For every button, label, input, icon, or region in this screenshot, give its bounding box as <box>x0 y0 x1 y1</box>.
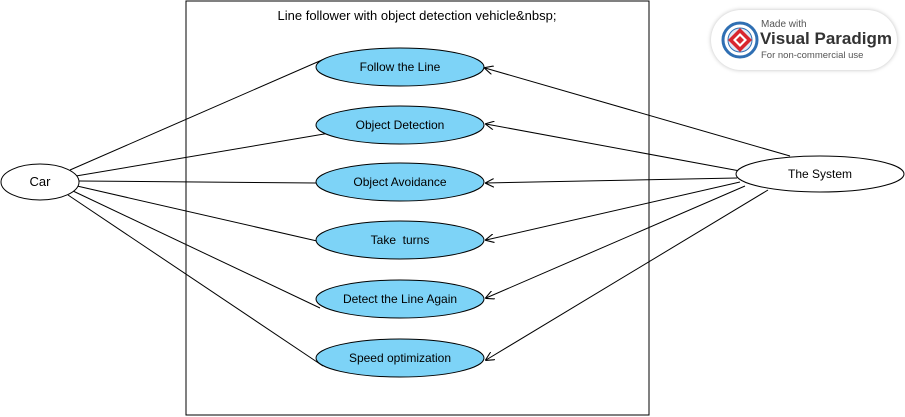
use-case-object-detection[interactable]: Object Detection <box>315 105 485 145</box>
use-case-detect-the-line-again[interactable]: Detect the Line Again <box>315 279 485 319</box>
watermark-brand: Visual Paradigm <box>760 29 892 48</box>
use-case-label: Speed optimization <box>349 351 451 365</box>
use-case-shape[interactable] <box>315 338 485 378</box>
use-case-shape[interactable] <box>315 220 485 260</box>
visual-paradigm-watermark: Made with Visual Paradigm For non-commer… <box>711 10 897 70</box>
actor-the-system-label: The System <box>788 167 852 181</box>
use-case-shape[interactable] <box>315 105 485 145</box>
assoc-car-follow-line <box>69 59 323 171</box>
actor-car-label: Car <box>30 174 52 189</box>
use-case-follow-the-line[interactable]: Follow the Line <box>315 47 485 87</box>
watermark-made-with: Made with <box>761 19 807 30</box>
assoc-system-follow-line <box>485 68 791 157</box>
assoc-system-object-detection <box>486 124 741 172</box>
watermark-note: For non-commercial use <box>761 50 864 61</box>
system-associations <box>485 68 791 360</box>
use-case-label: Object Avoidance <box>353 175 447 189</box>
use-case-object-avoidance[interactable]: Object Avoidance <box>315 162 485 202</box>
assoc-car-speed-optimization <box>67 194 324 367</box>
car-associations <box>67 59 331 367</box>
use-case-shape[interactable] <box>315 279 485 319</box>
use-case-label: Follow the Line <box>360 60 441 74</box>
assoc-system-detect-line <box>486 185 746 298</box>
use-case-shape[interactable] <box>315 162 485 202</box>
actor-the-system[interactable] <box>735 155 905 193</box>
visual-paradigm-logo-icon <box>721 21 759 59</box>
assoc-system-object-avoidance <box>486 177 738 183</box>
actor-car[interactable] <box>0 163 80 201</box>
use-case-speed-optimization[interactable]: Speed optimization <box>315 338 485 378</box>
assoc-system-speed-optimization <box>486 189 769 360</box>
use-case-label: Object Detection <box>356 118 445 132</box>
assoc-car-object-avoidance <box>78 180 317 184</box>
use-case-take-turns[interactable]: Take turns <box>315 220 485 260</box>
use-case-label: Detect the Line Again <box>343 292 457 306</box>
system-boundary-title: Line follower with object detection vehi… <box>278 8 557 23</box>
system-boundary <box>185 0 650 416</box>
assoc-car-object-detection <box>75 132 331 177</box>
assoc-car-detect-line <box>72 190 321 309</box>
assoc-car-take-turns <box>76 185 318 242</box>
use-case-shape[interactable] <box>315 47 485 87</box>
use-case-label: Take turns <box>371 233 430 247</box>
assoc-system-take-turns <box>486 181 741 240</box>
